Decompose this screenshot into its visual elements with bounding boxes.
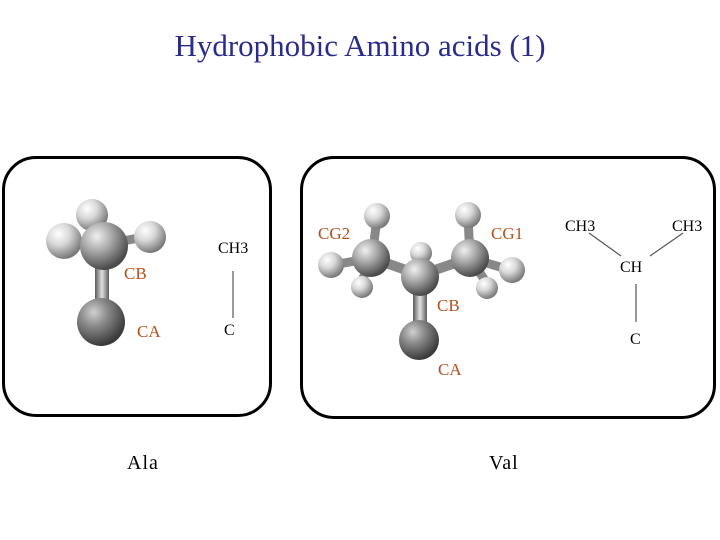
val-ca-label: CA xyxy=(438,360,462,379)
val-caption: Val xyxy=(489,452,519,474)
ala-schematic-c: C xyxy=(224,322,235,339)
ala-ball-stick-model xyxy=(46,199,166,346)
val-schematic-c: C xyxy=(630,331,641,348)
val-schematic-ch3-right: CH3 xyxy=(672,218,703,235)
slide-title: Hydrophobic Amino acids (1) xyxy=(174,28,546,63)
val-schematic-ch: CH xyxy=(620,259,643,276)
ala-caption: Ala xyxy=(127,452,159,474)
val-cb-label: CB xyxy=(437,296,460,315)
val-cg2-label: CG2 xyxy=(318,224,351,243)
val-schematic-bonds xyxy=(588,232,684,322)
ala-cb-label: CB xyxy=(124,264,147,283)
val-schematic-ch3-left: CH3 xyxy=(565,218,596,235)
ala-panel xyxy=(2,156,272,417)
val-ball-stick-model xyxy=(318,202,525,360)
ala-schematic-ch3: CH3 xyxy=(218,240,249,257)
ala-ca-label: CA xyxy=(137,322,161,341)
val-cg1-label: CG1 xyxy=(491,224,524,243)
